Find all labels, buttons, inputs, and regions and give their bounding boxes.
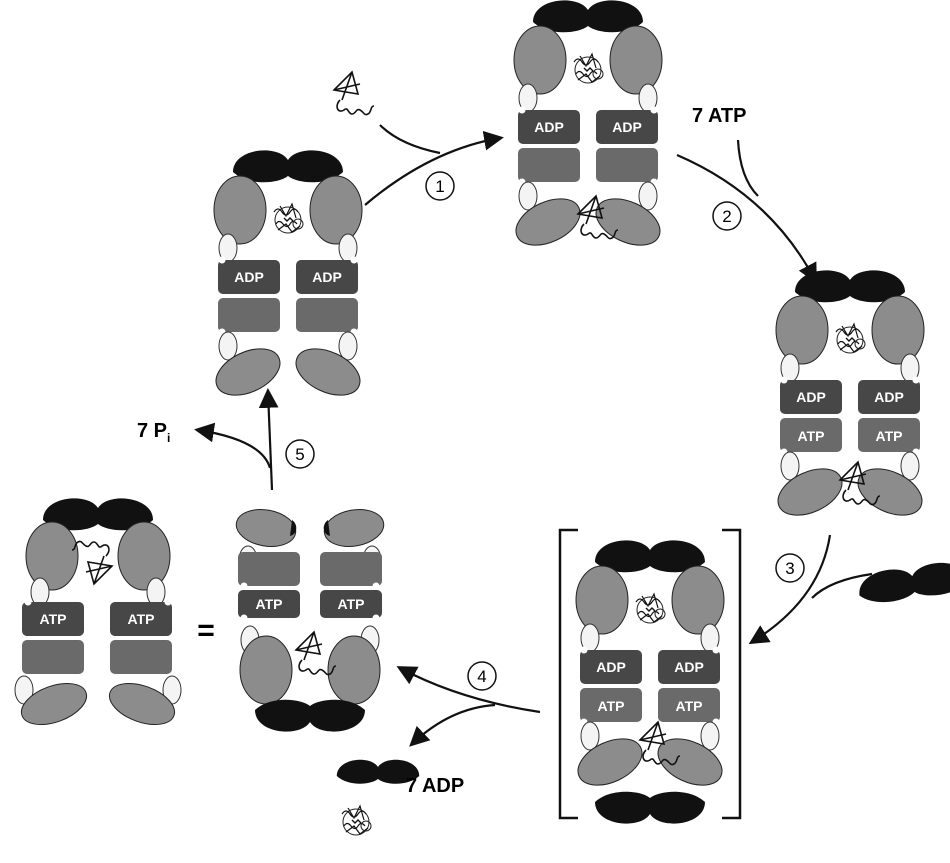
step-1-marker: 1 xyxy=(426,172,454,200)
complex-f-atp-right: ATP xyxy=(128,611,155,627)
complex-b-adp-right: ADP xyxy=(612,119,642,135)
released-protein xyxy=(342,806,371,835)
arrow-step-5-branch xyxy=(198,430,270,468)
svg-text:1: 1 xyxy=(435,177,444,196)
complex-f: ATP ATP xyxy=(15,498,181,732)
complex-a: ADP ADP xyxy=(209,150,368,404)
complex-c: ADP ADP ATP ATP xyxy=(771,270,930,524)
bracket-right xyxy=(722,530,740,818)
complex-e: ATP ATP xyxy=(233,505,386,732)
equals-sign: = xyxy=(197,614,215,647)
arrow-step-2-merge xyxy=(738,140,758,196)
svg-text:5: 5 xyxy=(295,445,304,464)
step-5-marker: 5 xyxy=(286,440,314,468)
arrow-step-4-branch xyxy=(412,705,495,744)
step-2-marker: 2 xyxy=(713,202,741,230)
arrow-step-3 xyxy=(752,535,830,642)
complex-d-adp-left: ADP xyxy=(596,659,626,675)
complex-a-adp-left: ADP xyxy=(234,269,264,285)
complex-d-atp-left: ATP xyxy=(598,698,625,714)
complex-c-adp-left: ADP xyxy=(796,389,826,405)
arrow-step-1-merge xyxy=(380,125,440,153)
step-4-marker: 4 xyxy=(468,662,496,690)
complex-e-atp-left: ATP xyxy=(256,596,283,612)
complex-e-atp-right: ATP xyxy=(338,596,365,612)
complex-c-adp-right: ADP xyxy=(874,389,904,405)
svg-text:3: 3 xyxy=(785,559,794,578)
complex-b: ADP ADP xyxy=(509,0,668,254)
complex-c-atp-left: ATP xyxy=(798,428,825,444)
complex-b-adp-left: ADP xyxy=(534,119,564,135)
label-7-adp: 7 ADP xyxy=(406,775,464,797)
step-3-marker: 3 xyxy=(776,554,804,582)
free-cap xyxy=(857,559,950,606)
arrow-step-5 xyxy=(268,392,272,490)
complex-d: ADP ADP ATP ATP xyxy=(571,540,730,823)
complex-f-atp-left: ATP xyxy=(40,611,67,627)
complex-a-adp-right: ADP xyxy=(312,269,342,285)
bracket-left xyxy=(560,530,578,818)
label-7-atp: 7 ATP xyxy=(692,105,746,127)
arrow-step-2 xyxy=(677,155,815,280)
complex-d-adp-right: ADP xyxy=(674,659,704,675)
complex-d-atp-right: ATP xyxy=(676,698,703,714)
free-substrate xyxy=(334,72,374,115)
complex-c-atp-right: ATP xyxy=(876,428,903,444)
label-7-pi: 7 Pi xyxy=(137,420,170,445)
svg-text:2: 2 xyxy=(722,207,731,226)
svg-text:4: 4 xyxy=(477,667,486,686)
